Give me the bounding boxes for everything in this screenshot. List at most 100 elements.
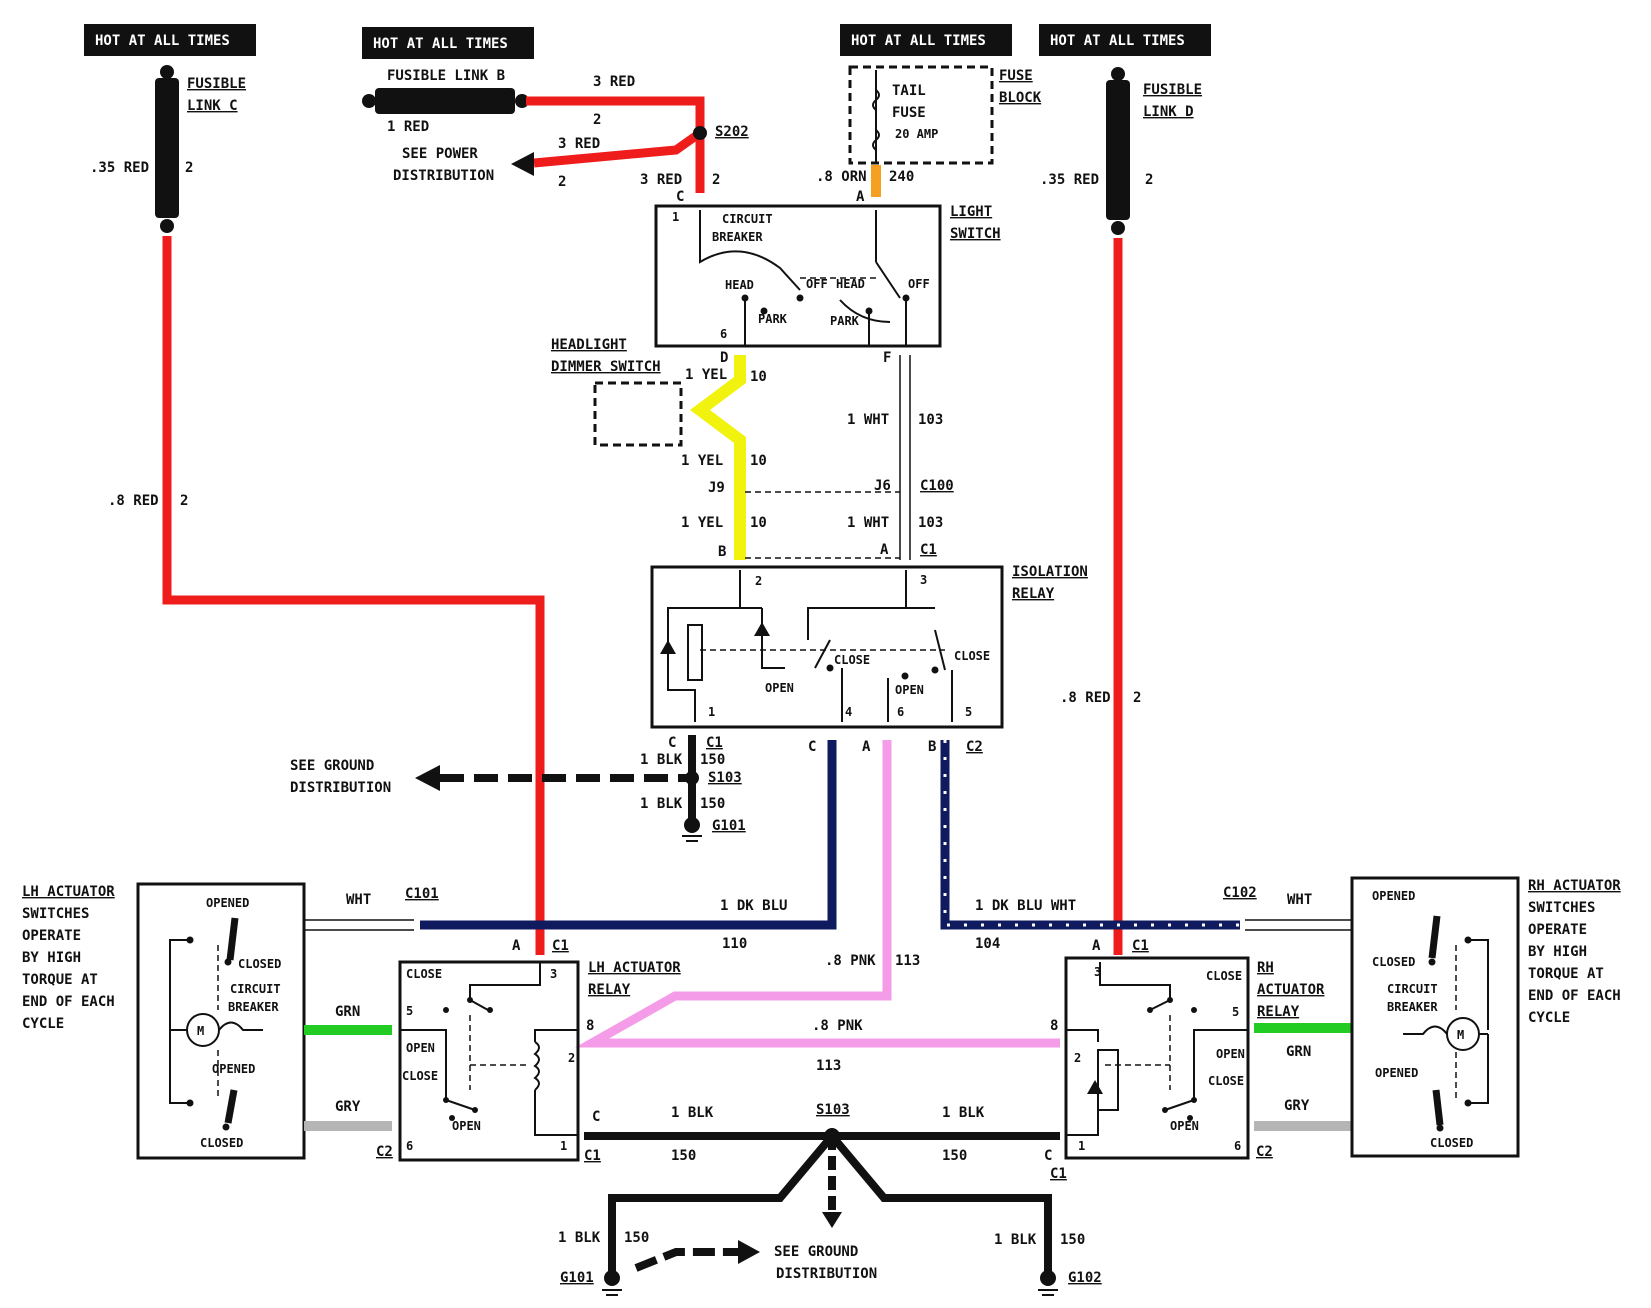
rh-pin-2: 2 (1074, 1051, 1081, 1065)
rh-actuator-switches-note: RH ACTUATOR SWITCHES OPERATE BY HIGH TOR… (1528, 878, 1621, 1026)
wire-label-3red-a: 3 RED (593, 74, 635, 90)
wire-label-10-a: 10 (750, 369, 767, 385)
pin-f-light-switch: F (883, 350, 891, 366)
wire-yel-10 (690, 355, 746, 560)
rh-opened-bottom: OPENED (1375, 1066, 1418, 1080)
lh-pin-a: A (512, 938, 521, 954)
hot-header-3: HOT AT ALL TIMES (840, 24, 1012, 56)
wire-red-s202 (533, 129, 703, 168)
pin-1-isolation: 1 (708, 705, 715, 719)
isolation-label-1: ISOLATION (1012, 564, 1088, 580)
off-label-1: OFF (806, 277, 828, 291)
wire-label-240: 240 (889, 169, 914, 185)
lh-closed-bottom: CLOSED (200, 1136, 243, 1150)
wire-label-150-f: 150 (1060, 1232, 1085, 1248)
pin-c-light-switch: C (676, 189, 684, 205)
lh-actuator-switches-note: LH ACTUATOR SWITCHES OPERATE BY HIGH TOR… (22, 884, 115, 1032)
wire-label-035red-left: .35 RED (90, 160, 149, 176)
pin-b-isolation: B (718, 544, 726, 560)
rh-pin-5: 5 (1232, 1005, 1239, 1019)
isolation-relay: ISOLATION RELAY 2 3 CLOSE CLOSE OPEN OPE… (650, 564, 1088, 729)
pin-a2-isolation: A (862, 739, 871, 755)
wire-label-103-b: 103 (918, 515, 943, 531)
pin-2-isolation: 2 (755, 574, 762, 588)
rh-relay-open-2: OPEN (1170, 1119, 1199, 1133)
lh-pin-c: C (592, 1109, 600, 1125)
fusible-link-c-label-2: LINK C (187, 98, 238, 114)
wire-label-10-b: 10 (750, 453, 767, 469)
c1-label-lh-bottom: C1 (584, 1148, 601, 1164)
park-label-1: PARK (758, 312, 788, 326)
open-label-2: OPEN (895, 683, 924, 697)
light-switch: LIGHT SWITCH C A 1 CIRCUIT BREAKER HEAD … (654, 189, 1001, 366)
see-ground-4: DISTRIBUTION (776, 1266, 877, 1282)
rh-relay-label-3: RELAY (1257, 1004, 1300, 1020)
lh-relay-open-1: OPEN (406, 1041, 435, 1055)
rh-note-2: SWITCHES (1528, 900, 1595, 916)
off-label-2: OFF (908, 277, 930, 291)
lh-pin-6: 6 (406, 1139, 413, 1153)
wire-label-150-e: 150 (624, 1230, 649, 1246)
lh-note-1: LH ACTUATOR (22, 884, 115, 900)
wire-label-1blk-f: 1 BLK (994, 1232, 1037, 1248)
wire-blk-150-g102 (828, 1133, 1052, 1278)
wire-label-gry-l: GRY (335, 1099, 361, 1115)
c102-label: C102 (1223, 885, 1257, 901)
wire-label-2a: 2 (185, 160, 193, 176)
see-ground-3: SEE GROUND (774, 1244, 858, 1260)
wire-red-fusible-b (526, 96, 705, 193)
rh-relay-open-1: OPEN (1216, 1047, 1245, 1061)
dimmer-label-2: DIMMER SWITCH (551, 359, 661, 375)
c1-label-rh: C1 (1132, 938, 1149, 954)
isolation-label-2: RELAY (1012, 586, 1055, 602)
wire-label-1blk-a: 1 BLK (640, 752, 683, 768)
lh-note-6: END OF EACH (22, 994, 115, 1010)
wire-label-2c: 2 (593, 112, 601, 128)
rh-note-3: OPERATE (1528, 922, 1587, 938)
fusible-link-b: FUSIBLE LINK B 1 RED (362, 68, 529, 135)
pin-a-isolation: A (880, 542, 889, 558)
dimmer-label-1: HEADLIGHT (551, 337, 627, 353)
wire-label-gry-r: GRY (1284, 1098, 1310, 1114)
hot-header-2-text: HOT AT ALL TIMES (373, 36, 508, 52)
rh-relay-label-2: ACTUATOR (1257, 982, 1325, 998)
c1-label-b: C1 (706, 735, 723, 751)
wire-label-1yel-a: 1 YEL (685, 367, 727, 383)
wire-label-150-d: 150 (942, 1148, 967, 1164)
wire-label-1dkbluwht: 1 DK BLU WHT (975, 898, 1076, 914)
g101-label-b: G101 (560, 1270, 594, 1286)
wire-label-110: 110 (722, 936, 747, 952)
fusible-link-d-label-2: LINK D (1143, 104, 1194, 120)
rh-relay-close-1: CLOSE (1206, 969, 1242, 983)
splice-s103-bottom (824, 1128, 840, 1144)
hot-header-4-text: HOT AT ALL TIMES (1050, 33, 1185, 49)
pin-d-light-switch: D (720, 350, 728, 366)
lh-opened-bottom: OPENED (212, 1062, 255, 1076)
hot-header-1: HOT AT ALL TIMES (84, 24, 256, 56)
pin-a-light-switch: A (856, 189, 865, 205)
lh-pin-2: 2 (568, 1051, 575, 1065)
lh-relay-close-1: CLOSE (406, 967, 442, 981)
rh-relay-label-1: RH (1257, 960, 1274, 976)
fusible-link-d: FUSIBLE LINK D .35 RED 2 (1040, 67, 1202, 235)
c2-label-a: C2 (966, 739, 983, 755)
wire-label-1red: 1 RED (387, 119, 429, 135)
rh-note-4: BY HIGH (1528, 944, 1587, 960)
lh-motor-label: M (197, 1024, 204, 1038)
wire-label-2b: 2 (180, 493, 188, 509)
rh-pin-1: 1 (1078, 1139, 1085, 1153)
hot-header-2: HOT AT ALL TIMES (362, 27, 534, 59)
s103-label-b: S103 (816, 1102, 850, 1118)
c101-label: C101 (405, 886, 439, 902)
rh-note-1: RH ACTUATOR (1528, 878, 1621, 894)
wire-label-1wht-b: 1 WHT (847, 515, 889, 531)
lh-actuator-switches: OPENED CLOSED CIRCUIT BREAKER OPENED CLO… (136, 882, 306, 1160)
wire-label-103-a: 103 (918, 412, 943, 428)
wire-dkblu-110 (420, 740, 837, 930)
lh-note-2: SWITCHES (22, 906, 89, 922)
hot-header-3-text: HOT AT ALL TIMES (851, 33, 986, 49)
wire-label-035red-right: .35 RED (1040, 172, 1099, 188)
see-power-1: SEE POWER (402, 146, 478, 162)
c1-label-rh-bottom: C1 (1050, 1166, 1067, 1182)
rh-pin-a: A (1092, 938, 1101, 954)
